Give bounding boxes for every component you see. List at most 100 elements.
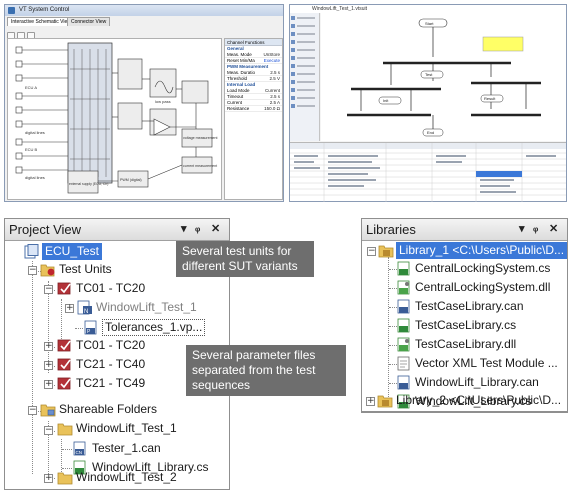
sequence-flow-canvas[interactable]: Start Init Test Result End bbox=[321, 13, 566, 141]
project-view-header: Project View ▾ ᵩ ✕ bbox=[5, 219, 229, 241]
vt-system-control-window: VT System Control Interactive Schematic … bbox=[4, 4, 284, 202]
flow-node-label: Init bbox=[383, 98, 389, 103]
tree-item-shareable-folders[interactable]: Shareable Folders bbox=[59, 402, 158, 416]
tree-item-library-2[interactable]: Library_2 <C:\Users\Public\D... bbox=[396, 393, 562, 407]
collapse-icon[interactable]: − bbox=[44, 425, 53, 435]
tab-interactive-schematic[interactable]: Interactive Schematic View bbox=[7, 17, 75, 26]
tree-item-windowlift-library-cs[interactable]: WindowLift_Library.cs bbox=[415, 394, 532, 408]
close-icon[interactable]: ✕ bbox=[211, 223, 221, 235]
toolbox-item[interactable] bbox=[291, 31, 318, 37]
tree-item-vector-xml-test-module[interactable]: Vector XML Test Module ... bbox=[415, 356, 558, 370]
expand-icon[interactable]: + bbox=[44, 379, 53, 389]
toolbox-item[interactable] bbox=[291, 103, 318, 109]
collapse-icon[interactable]: − bbox=[367, 246, 376, 256]
svg-text:P: P bbox=[87, 329, 91, 335]
sequence-editor-title: WindowLift_Test_1.vtsuit bbox=[290, 5, 566, 13]
expand-icon[interactable]: + bbox=[44, 341, 53, 351]
dll-file-icon bbox=[397, 280, 410, 295]
tree-item-testcaselibrary-dll[interactable]: TestCaseLibrary.dll bbox=[415, 337, 517, 351]
tree-item-tc01-tc20-b[interactable]: TC01 - TC20 bbox=[76, 338, 146, 352]
folder-icon bbox=[57, 472, 73, 485]
tree-item-windowlift-test-2[interactable]: WindowLift_Test_2 bbox=[76, 470, 177, 484]
highlight-note bbox=[482, 36, 524, 52]
tree-item-testcaselibrary-cs[interactable]: TestCaseLibrary.cs bbox=[415, 318, 517, 332]
cs-file-icon bbox=[397, 318, 410, 333]
tab-connector-view[interactable]: Connector View bbox=[67, 17, 111, 26]
expand-icon[interactable]: + bbox=[366, 396, 375, 406]
toolbox-item[interactable] bbox=[291, 39, 318, 45]
tree-item-tc01-tc20[interactable]: TC01 - TC20 bbox=[76, 281, 146, 295]
properties-grid-graphic bbox=[290, 143, 566, 202]
expand-icon[interactable]: + bbox=[65, 303, 74, 313]
toolbox-item[interactable] bbox=[291, 55, 318, 61]
panel-title: Channel Functions bbox=[225, 39, 282, 46]
tree-item-testcaselibrary-can[interactable]: TestCaseLibrary.can bbox=[415, 299, 524, 313]
schematic-canvas[interactable]: ECU A digital lines ECU B digital lines … bbox=[7, 38, 222, 200]
tree-item-ecu-test[interactable]: ECU_Test bbox=[42, 243, 103, 260]
section-pwm: PWM Measurement bbox=[227, 64, 269, 69]
tree-item-tc21-tc40[interactable]: TC21 - TC40 bbox=[76, 357, 146, 371]
schematic-label: digital lines bbox=[25, 130, 45, 135]
pin-icon[interactable]: ᵩ bbox=[533, 222, 539, 234]
project-view-title: Project View bbox=[9, 222, 82, 237]
toolbox-item[interactable] bbox=[291, 23, 318, 29]
callout-test-units: Several test units for different SUT var… bbox=[176, 241, 314, 277]
toolbox-item[interactable] bbox=[291, 71, 318, 77]
toolbox-item[interactable] bbox=[291, 63, 318, 69]
toolbox-item[interactable] bbox=[291, 15, 318, 21]
close-icon[interactable]: ✕ bbox=[549, 223, 559, 235]
cs-file-icon bbox=[397, 394, 410, 409]
toolbox-item[interactable] bbox=[291, 79, 318, 85]
flow-node-label: End bbox=[427, 130, 434, 135]
shareable-folders-icon bbox=[40, 404, 56, 417]
cs-file-icon bbox=[397, 261, 410, 276]
collapse-icon[interactable]: − bbox=[44, 284, 53, 294]
test-module-icon: N bbox=[77, 300, 92, 315]
project-icon bbox=[24, 244, 39, 259]
tree-item-windowlift-library-cs[interactable]: WindowLift_Library.cs bbox=[92, 460, 209, 474]
tree-item-test-units[interactable]: Test Units bbox=[59, 262, 112, 276]
dropdown-icon[interactable]: ▾ bbox=[181, 223, 187, 235]
test-units-icon bbox=[40, 264, 55, 277]
tree-item-tc21-tc49[interactable]: TC21 - TC49 bbox=[76, 376, 146, 390]
toolbox-item[interactable] bbox=[291, 95, 318, 101]
expand-icon[interactable]: + bbox=[44, 360, 53, 370]
cs-file-icon bbox=[73, 460, 86, 475]
app-icon bbox=[8, 7, 15, 14]
test-unit-icon bbox=[57, 339, 71, 352]
pin-icon[interactable]: ᵩ bbox=[195, 222, 201, 234]
dll-file-icon bbox=[397, 337, 410, 352]
toolbox-item[interactable] bbox=[291, 87, 318, 93]
expand-icon[interactable]: + bbox=[44, 473, 53, 483]
execute-link[interactable]: Execute bbox=[263, 58, 280, 63]
test-unit-icon bbox=[57, 377, 71, 390]
tree-item-centrallocking-cs[interactable]: CentralLockingSystem.cs bbox=[415, 261, 551, 275]
tree-item-windowlift-library-can[interactable]: WindowLift_Library.can bbox=[415, 375, 539, 389]
folder-icon bbox=[57, 423, 73, 436]
tree-item-windowlift-test-1[interactable]: WindowLift_Test_1 bbox=[96, 300, 197, 314]
callout-parameter-files: Several parameter files separated from t… bbox=[186, 345, 346, 396]
test-unit-icon bbox=[57, 282, 71, 295]
toolbox-item[interactable] bbox=[291, 47, 318, 53]
collapse-icon[interactable]: − bbox=[28, 265, 37, 275]
tree-item-library-1[interactable]: Library_1 <C:\Users\Public\D... bbox=[396, 242, 568, 259]
parameter-file-icon: P bbox=[84, 320, 97, 335]
schematic-diagram: ECU A digital lines ECU B digital lines … bbox=[15, 42, 218, 194]
collapse-icon[interactable]: − bbox=[28, 405, 37, 415]
tree-item-tester-1-can[interactable]: Tester_1.can bbox=[92, 441, 161, 455]
dropdown-icon[interactable]: ▾ bbox=[519, 223, 525, 235]
library-folder-icon bbox=[378, 245, 394, 258]
schematic-label: ECU A bbox=[25, 85, 37, 90]
tree-item-windowlift-test-1-folder[interactable]: WindowLift_Test_1 bbox=[76, 421, 177, 435]
tree-item-centrallocking-dll[interactable]: CentralLockingSystem.dll bbox=[415, 280, 551, 294]
vt-toolbar bbox=[7, 27, 77, 40]
tree-item-tolerances-1[interactable]: Tolerances_1.vp... bbox=[102, 319, 206, 336]
